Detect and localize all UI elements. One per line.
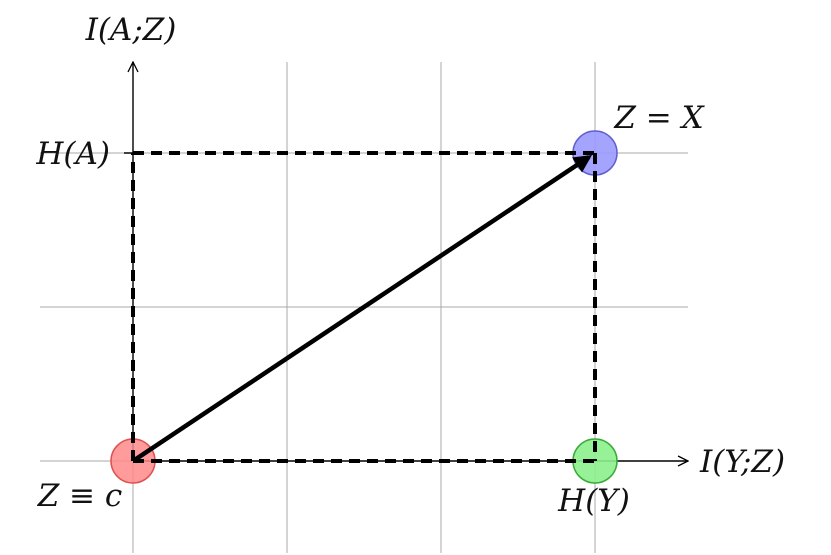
y-axis-label: I(A;Z) xyxy=(85,12,177,48)
origin-point-label: Z ≡ c xyxy=(37,478,123,514)
dashed-rectangle xyxy=(131,151,597,463)
top-right-point-label: Z = X xyxy=(613,100,705,136)
x-tick-label: H(Y) xyxy=(557,483,630,519)
x-axis-label: I(Y;Z) xyxy=(699,444,785,480)
diagonal-arrow xyxy=(131,155,592,463)
y-tick-label: H(A) xyxy=(35,136,110,172)
